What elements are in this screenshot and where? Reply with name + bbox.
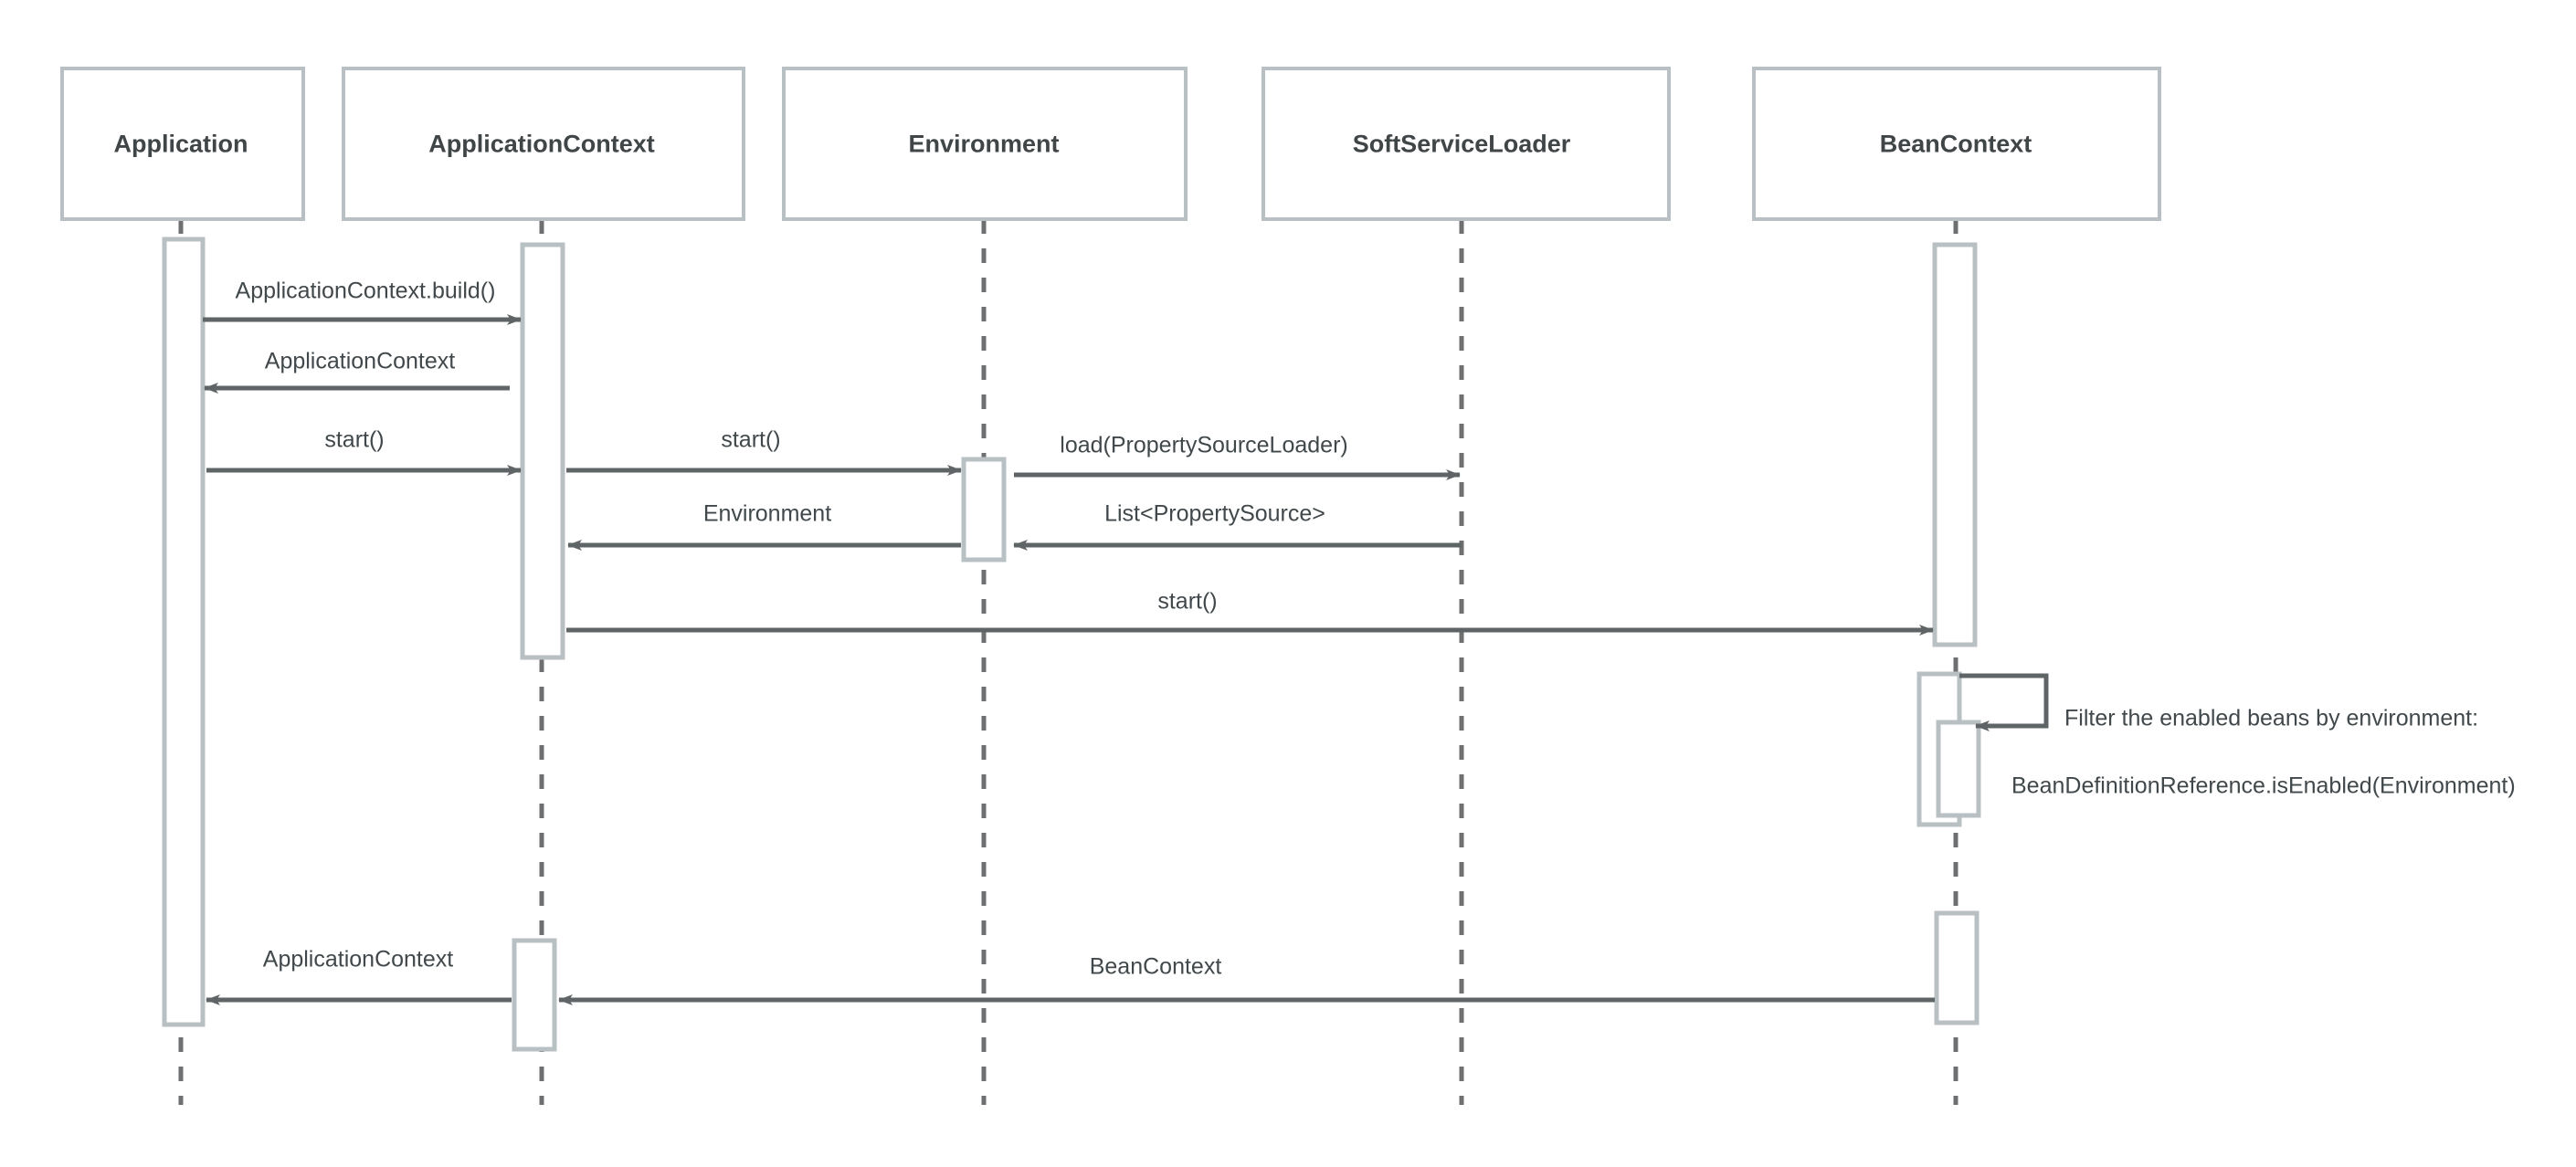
msg-start-app-label: start() bbox=[324, 427, 384, 453]
note-filter-line-2: BeanDefinitionReference.isEnabled(Enviro… bbox=[2011, 773, 2516, 799]
msg-self-filter-line bbox=[1959, 673, 2049, 731]
act-beancontext-inner bbox=[1936, 720, 1981, 818]
msg-return-beancontext-label: BeanContext bbox=[1090, 954, 1222, 980]
act-environment bbox=[961, 457, 1007, 562]
msg-return-appcontext-2-label: ApplicationContext bbox=[263, 947, 454, 972]
participant-label-beancontext: BeanContext bbox=[1880, 131, 2032, 158]
participant-box-beancontext bbox=[1752, 67, 2161, 221]
participant-label-application: Application bbox=[114, 131, 248, 158]
msg-start-env-label: start() bbox=[721, 427, 780, 453]
act-appcontext-main bbox=[520, 242, 565, 660]
msg-return-list-propertysource-label: List<PropertySource> bbox=[1104, 501, 1325, 527]
note-filter-line-1: Filter the enabled beans by environment: bbox=[2064, 706, 2478, 731]
msg-start-env[interactable]: start() bbox=[566, 427, 962, 476]
msg-return-list-propertysource[interactable]: List<PropertySource> bbox=[1013, 501, 1462, 551]
msg-start-app[interactable]: start() bbox=[206, 427, 522, 476]
msg-start-beancontext-label: start() bbox=[1157, 589, 1217, 615]
msg-self-filter[interactable] bbox=[1959, 673, 2049, 731]
participant-softserviceloader[interactable]: SoftServiceLoader bbox=[1262, 67, 1671, 221]
participant-label-environment: Environment bbox=[908, 131, 1059, 158]
msg-return-environment[interactable]: Environment bbox=[567, 501, 961, 551]
participant-box-softserviceloader bbox=[1262, 67, 1671, 221]
act-beancontext-return bbox=[1934, 910, 1980, 1025]
msg-build-label: ApplicationContext.build() bbox=[236, 279, 496, 304]
activations-layer bbox=[162, 237, 1981, 1052]
participant-environment[interactable]: Environment bbox=[782, 67, 1188, 221]
participant-box-application bbox=[60, 67, 305, 221]
msg-return-environment-label: Environment bbox=[703, 501, 831, 527]
act-appcontext-return bbox=[512, 938, 557, 1052]
msg-start-beancontext[interactable]: start() bbox=[566, 589, 1934, 636]
participant-label-softserviceloader: SoftServiceLoader bbox=[1353, 131, 1571, 158]
msg-return-appcontext-2[interactable]: ApplicationContext bbox=[206, 947, 512, 1005]
msg-return-appcontext-1[interactable]: ApplicationContext bbox=[204, 349, 510, 394]
msg-load-propertysourceloader-label: load(PropertySourceLoader) bbox=[1060, 433, 1347, 458]
msg-build[interactable]: ApplicationContext.build() bbox=[203, 279, 522, 325]
participant-application[interactable]: Application bbox=[60, 67, 305, 221]
msg-return-appcontext-1-label: ApplicationContext bbox=[265, 349, 456, 374]
msg-return-beancontext[interactable]: BeanContext bbox=[558, 954, 1935, 1005]
act-beancontext-start bbox=[1932, 242, 1978, 647]
participant-applicationcontext[interactable]: ApplicationContext bbox=[342, 67, 745, 221]
participant-box-environment bbox=[782, 67, 1188, 221]
messages-layer: ApplicationContext.build() ApplicationCon… bbox=[203, 279, 2049, 1005]
notes-layer: Filter the enabled beans by environment:… bbox=[2011, 706, 2516, 799]
participant-box-applicationcontext bbox=[342, 67, 745, 221]
participant-beancontext[interactable]: BeanContext bbox=[1752, 67, 2161, 221]
act-application bbox=[162, 237, 206, 1027]
msg-load-propertysourceloader[interactable]: load(PropertySourceLoader) bbox=[1014, 433, 1461, 480]
participants-layer: Application ApplicationContext Environment… bbox=[60, 67, 2161, 221]
participant-label-applicationcontext: ApplicationContext bbox=[428, 131, 655, 158]
